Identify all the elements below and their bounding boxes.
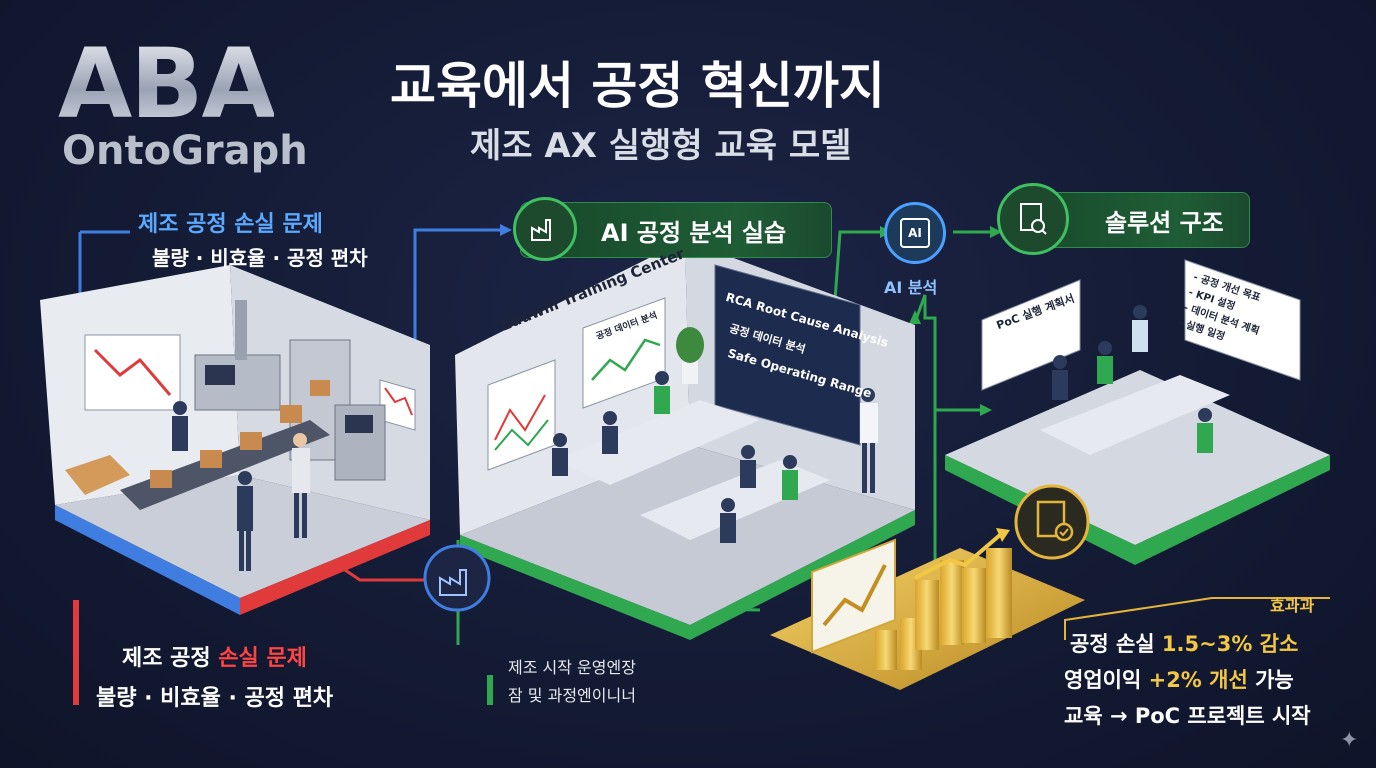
ai-analysis-label: AI 분석 <box>884 278 938 297</box>
gold-bars <box>875 548 1012 670</box>
solution-label: 솔루션 구조 <box>1105 208 1224 237</box>
results-graphic <box>770 484 1330 690</box>
page-subtitle: 제조 AX 실행형 교육 모델 <box>470 126 852 166</box>
logo-aba: ABA <box>58 28 276 140</box>
conveyor <box>120 420 330 510</box>
solution-pill: 솔루션 구조 <box>997 183 1250 255</box>
ai-practice-label: AI 공정 분석 실습 <box>601 218 787 247</box>
participants-line-1: 제조 시작 운영엔장 <box>508 658 636 677</box>
problem-heading-top: 제조 공정 손실 문제 <box>138 212 323 237</box>
factory-room <box>40 265 430 615</box>
rca-board <box>714 264 861 446</box>
team <box>1052 305 1213 453</box>
problem-detail-bottom: 불량 · 비효율 · 공정 편차 <box>96 686 334 711</box>
factory-circle-icon <box>423 544 491 612</box>
page-title: 교육에서 공정 혁신까지 <box>390 57 885 115</box>
sparkle-icon: ✦ <box>1340 728 1359 753</box>
participants-line-2: 잠 및 과정엔이니너 <box>508 686 636 705</box>
report-icon <box>997 183 1069 255</box>
solution-room <box>945 259 1330 565</box>
connector-green-side <box>913 294 937 640</box>
effect-poc: 교육 → PoC 프로젝트 시작 <box>1064 704 1311 728</box>
effect-profit: 영업이익 +2% 개선 가능 <box>1064 668 1294 692</box>
effect-loss: 공정 손실 1.5~3% 감소 <box>1070 632 1299 656</box>
poc-board <box>981 279 1081 391</box>
ai-practice-pill: AI 공정 분석 실습 <box>513 197 832 261</box>
workers <box>172 401 310 571</box>
trainees <box>552 371 878 543</box>
logo-ontograph: OntoGraph <box>62 128 308 174</box>
plant-icon <box>676 327 704 384</box>
training-room <box>455 240 915 640</box>
problem-heading-bottom: 제조 공정 손실 문제 <box>122 646 307 671</box>
problem-detail-top: 불량 · 비효율 · 공정 편차 <box>152 246 368 270</box>
poc-list-board <box>1184 259 1301 381</box>
loss-chart-board <box>84 334 181 411</box>
ai-chip-text: AI <box>900 218 930 248</box>
effects-heading: 효과과 <box>1270 596 1315 615</box>
ai-chip-icon: AI <box>884 202 946 264</box>
document-check-icon <box>1014 484 1090 560</box>
factory-icon <box>513 197 577 261</box>
connector-blue-top <box>413 228 500 350</box>
arrowheads <box>500 224 512 236</box>
